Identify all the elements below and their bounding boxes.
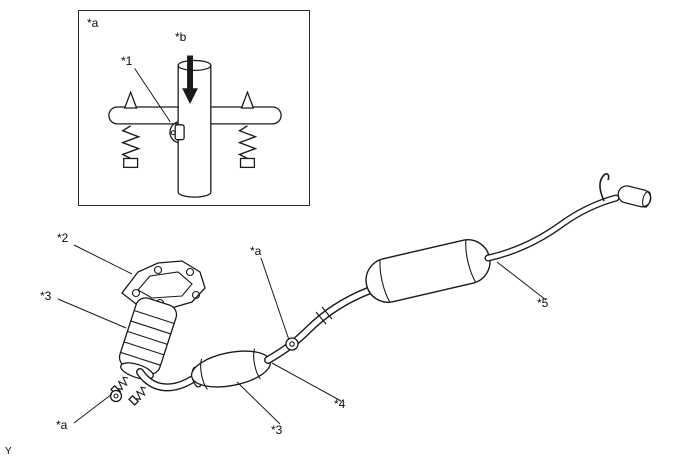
leader-label-1 bbox=[134, 68, 171, 123]
leader-label-3-lower bbox=[236, 381, 281, 425]
center-pipe bbox=[264, 287, 372, 364]
inset-diagram-art bbox=[108, 55, 282, 198]
pipe-clamp bbox=[169, 121, 185, 144]
leader-label-5 bbox=[496, 261, 547, 301]
callout-3-lower: *3 bbox=[271, 423, 283, 437]
callout-inset-1: *1 bbox=[121, 54, 133, 68]
front-converter-body bbox=[118, 297, 178, 375]
tailpipe-tip bbox=[617, 185, 652, 208]
support-hanger-lower bbox=[109, 389, 123, 403]
callout-a-lower: *a bbox=[56, 418, 68, 432]
callout-3-upper: *3 bbox=[40, 289, 52, 303]
support-hanger-mid bbox=[285, 337, 299, 351]
leader-label-a-lower bbox=[73, 393, 113, 424]
leader-label-4 bbox=[271, 362, 342, 402]
muffler bbox=[365, 239, 491, 303]
leader-label-a-mid bbox=[260, 257, 290, 341]
leader-lines bbox=[57, 244, 547, 425]
exhaust-manifold-flange bbox=[121, 260, 206, 310]
callout-inset-a: *a bbox=[87, 16, 99, 30]
insertion-direction-arrow bbox=[182, 55, 198, 105]
leader-label-3-upper bbox=[57, 298, 127, 329]
tailpipe bbox=[484, 173, 652, 262]
callout-4: *4 bbox=[334, 397, 346, 411]
spring-bolt-left bbox=[120, 90, 141, 169]
page-marker: Y bbox=[5, 446, 12, 457]
leader-label-2 bbox=[73, 244, 133, 275]
callout-inset-b: *b bbox=[175, 30, 187, 44]
hanger-rod-hook bbox=[599, 173, 610, 202]
catalytic-converter-oval bbox=[190, 348, 272, 390]
spring-bolt-right bbox=[237, 90, 258, 169]
callout-2: *2 bbox=[57, 231, 69, 245]
callout-a-mid: *a bbox=[250, 244, 262, 258]
spring-bolt bbox=[128, 386, 147, 406]
callout-5: *5 bbox=[537, 296, 549, 310]
detail-inset-box: *a *b *1 bbox=[78, 10, 310, 206]
